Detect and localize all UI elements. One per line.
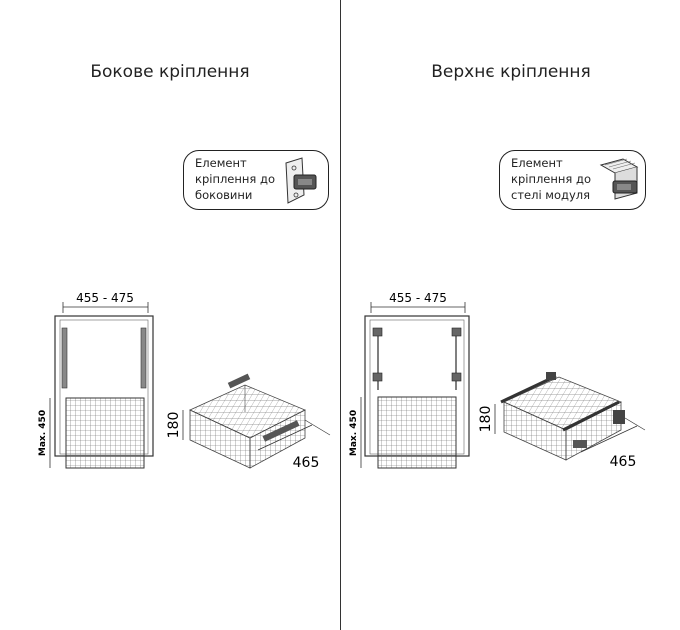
top-mount-title: Верхнє кріплення bbox=[431, 62, 591, 82]
depth-dimension-label: 465 bbox=[610, 454, 637, 470]
width-dimension-label: 455 - 475 bbox=[76, 291, 134, 305]
side-mount-panel: Бокове кріплення Елемент кріплення до бо… bbox=[38, 62, 331, 471]
top-bracket-icon bbox=[599, 158, 639, 200]
top-mount-panel: Верхнє кріплення Елемент кріплення до ст… bbox=[341, 0, 680, 630]
height-dimension-label: 180 bbox=[478, 406, 494, 433]
height-dimension-label: 180 bbox=[166, 412, 182, 439]
side-bracket-callout: Елемент кріплення до боковини bbox=[183, 150, 329, 210]
top-bracket-callout: Елемент кріплення до стелі модуля bbox=[499, 150, 646, 210]
caption-line: Елемент bbox=[511, 156, 563, 170]
caption-line: боковини bbox=[195, 188, 253, 202]
side-bracket-icon bbox=[285, 157, 317, 204]
caption-line: кріплення до bbox=[195, 172, 275, 186]
side-mount-title: Бокове кріплення bbox=[90, 62, 250, 82]
caption-line: кріплення до bbox=[511, 172, 591, 186]
caption-line: стелі модуля bbox=[511, 188, 591, 202]
max-height-label: Max. 450 bbox=[38, 410, 48, 456]
side-mount-drawing: 455 - 475 Max. 450 180 bbox=[38, 291, 331, 471]
top-bracket-caption: Елемент кріплення до стелі модуля bbox=[511, 155, 611, 203]
max-height-label: Max. 450 bbox=[349, 410, 359, 456]
caption-line: Елемент bbox=[195, 156, 247, 170]
side-bracket-caption: Елемент кріплення до боковини bbox=[195, 155, 295, 203]
width-dimension-label: 455 - 475 bbox=[389, 291, 447, 305]
top-mount-drawing: 455 - 475 Max. 450 180 465 bbox=[349, 291, 646, 470]
depth-dimension-label: 465 bbox=[293, 455, 320, 471]
panel-divider bbox=[340, 0, 341, 630]
